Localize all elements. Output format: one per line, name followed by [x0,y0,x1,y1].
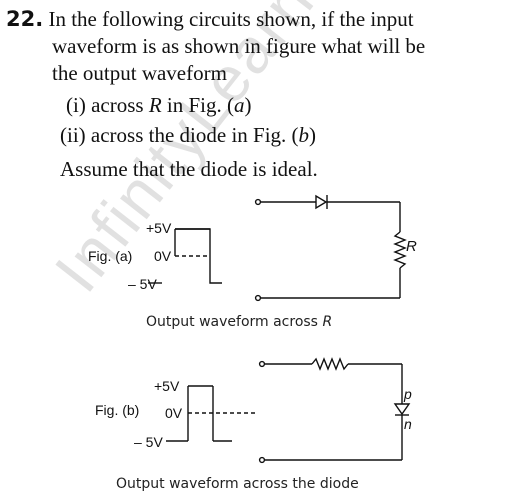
input-waveform-b [166,385,258,442]
fig-a-minus-label: – 5V [128,276,157,292]
fig-a-label: Fig. (a) [88,248,133,264]
fig-b-p-label: p [404,386,412,402]
item1-fig: a [233,93,245,117]
item2-prefix: (ii) across the diode in Fig. ( [60,123,299,147]
question-assumption: Assume that the diode is ideal. [60,157,318,181]
fig-a-plus-label: +5V [146,220,172,236]
fig-b-plus-label: +5V [154,378,180,394]
question-line-2: waveform is as shown in figure what will… [52,34,426,58]
fig-b-caption: Output waveform across the diode [116,476,359,492]
item1-mid: in Fig. ( [161,93,234,117]
resistor-b-icon [311,357,349,371]
diode-a-icon [315,194,328,210]
circuit-a [254,194,407,302]
item1-end: ) [244,93,252,117]
fig-a-resistor-label: R [406,238,417,255]
item1-var: R [148,93,162,117]
question-line-3: the output waveform [52,61,227,85]
diode-b-icon [393,403,411,416]
fig-b-zero-label: 0V [165,405,183,421]
item2-fig: b [298,123,310,147]
question-text-1: In the following circuits shown, if the … [48,7,414,31]
fig-b-minus-label: – 5V [134,434,163,450]
resistor-a-icon [393,231,407,269]
item2-end: ) [309,123,317,147]
fig-a-zero-label: 0V [154,248,172,264]
circuit-b [258,357,411,464]
question-item-1: (i) across R in Fig. (a) [66,92,251,119]
item1-prefix: (i) across [66,93,149,117]
question-number: 22. [6,7,44,31]
question-line-1: 22. In the following circuits shown, if … [6,6,414,33]
input-waveform-a [148,228,222,284]
fig-b-n-label: n [404,416,412,432]
fig-a-caption-text: Output waveform across [146,314,323,330]
question-item-2: (ii) across the diode in Fig. (b) [60,122,316,149]
fig-a-caption: Output waveform across R [146,314,332,330]
fig-a-caption-var: R [322,314,333,330]
fig-b-label: Fig. (b) [95,402,140,418]
